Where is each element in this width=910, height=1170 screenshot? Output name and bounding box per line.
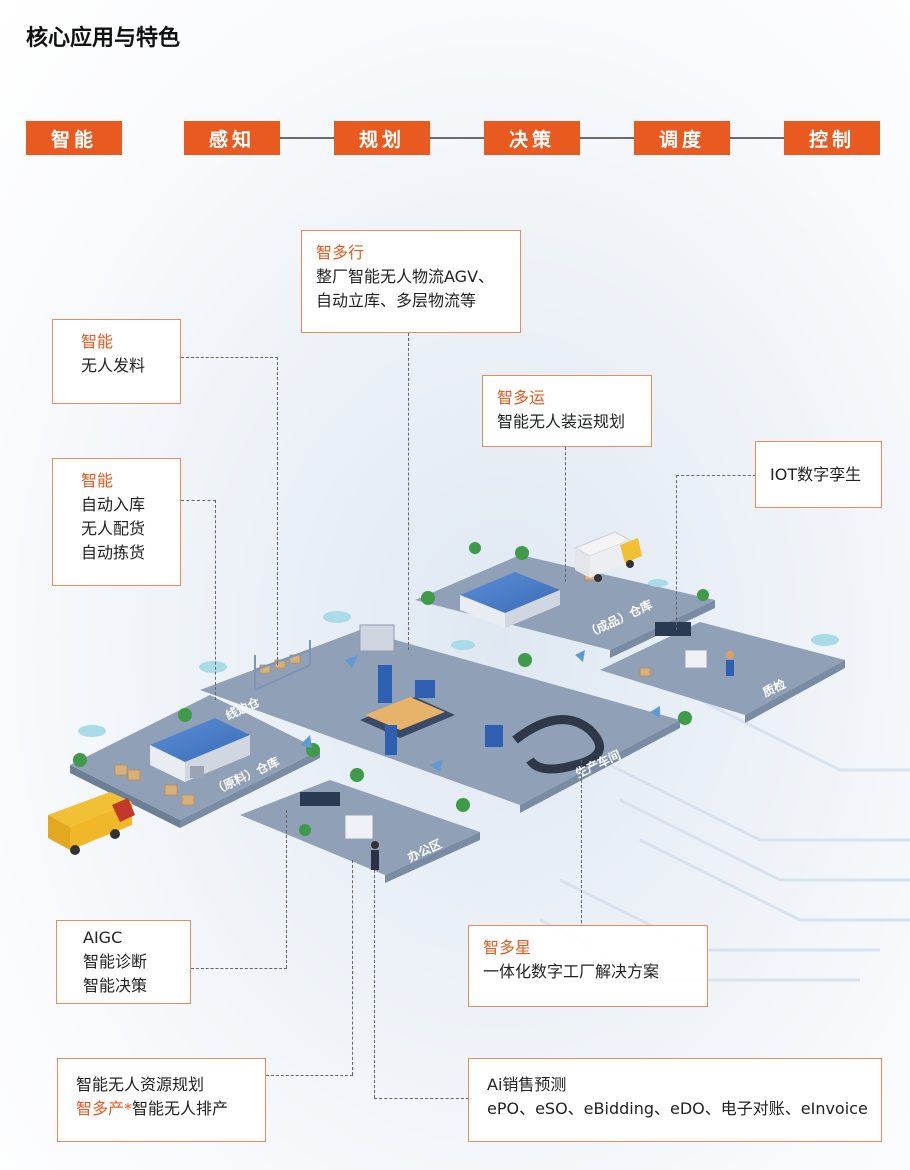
callout-line: 整厂智能无人物流AGV、 (316, 267, 495, 286)
connector (565, 447, 566, 582)
connector (277, 357, 278, 665)
flow-connector (580, 137, 636, 139)
connector (266, 1075, 353, 1076)
step-diaodu: 调度 (634, 121, 730, 155)
callout-wuren-faliao: 智能 无人发料 (52, 319, 181, 404)
callout-line: 智能决策 (83, 976, 148, 995)
callout-title: 智多运 (497, 388, 546, 407)
connector (676, 475, 756, 476)
trees (73, 542, 709, 836)
callout-title: 智能 (81, 471, 114, 490)
callout-zhiduoxing-digital-factory: 智多星 一体化数字工厂解决方案 (468, 925, 708, 1007)
callout-line: 智能无人装运规划 (497, 412, 626, 431)
callout-line: ePO、eSO、eBidding、eDO、电子对账、eInvoice (487, 1099, 868, 1118)
callout-line: 智能诊断 (83, 952, 148, 971)
container-truck (48, 792, 135, 855)
flow-connector (730, 137, 786, 139)
callout-title: 智多行 (316, 243, 365, 262)
callout-line: 智多产*智能无人排产 (76, 1097, 251, 1121)
callout-line: 无人配货 (81, 519, 146, 538)
callout-zhiduoxing: 智多行 整厂智能无人物流AGV、 自动立库、多层物流等 (301, 230, 521, 333)
connector (374, 1098, 469, 1099)
flow-connector (280, 137, 336, 139)
connector (215, 500, 216, 700)
callout-line: 无人发料 (81, 356, 146, 375)
callout-title: 智能 (81, 332, 114, 351)
connector (181, 357, 278, 358)
connector (676, 475, 677, 630)
callout-line: 自动拣货 (81, 543, 146, 562)
flow-arrows (300, 650, 660, 772)
finished-warehouse-building (460, 572, 560, 628)
quality-station (655, 622, 734, 676)
floor-quality (600, 622, 845, 723)
connector (374, 870, 375, 1098)
step-zhineng: 智能 (26, 121, 122, 155)
callout-line: 智能无人资源规划 (76, 1075, 205, 1094)
callout-zhiduoyun: 智多运 智能无人装运规划 (482, 375, 652, 447)
step-guihua: 规划 (334, 121, 430, 155)
floor-production (200, 630, 680, 813)
step-kongzhi: 控制 (784, 121, 880, 155)
callout-line: 自动立库、多层物流等 (316, 291, 477, 310)
connector (581, 760, 582, 928)
callout-sales: Ai销售预测 ePO、eSO、eBidding、eDO、电子对账、eInvoic… (468, 1058, 882, 1142)
callout-line: AIGC (83, 928, 123, 947)
connector (191, 968, 287, 969)
step-juece: 决策 (484, 121, 580, 155)
connector (408, 333, 409, 650)
callout-line: 一体化数字工厂解决方案 (483, 962, 660, 981)
callout-warehouse-ops: 智能 自动入库 无人配货 自动拣货 (52, 458, 181, 586)
office-furniture (300, 792, 379, 870)
raw-warehouse-building (150, 718, 250, 782)
connector (352, 860, 353, 1075)
clouds (78, 579, 839, 737)
callout-line: IOT数字孪生 (770, 464, 862, 484)
callout-title: 智多星 (483, 938, 532, 957)
line-side-shelf (254, 640, 311, 691)
callout-text: 智能无人排产 (132, 1099, 229, 1118)
flow-connector (430, 137, 486, 139)
delivery-truck (573, 531, 642, 582)
step-ganzhi: 感知 (184, 121, 280, 155)
callout-aigc: AIGC 智能诊断 智能决策 (56, 920, 191, 1004)
callout-line: Ai销售预测 (487, 1075, 567, 1094)
connector (181, 500, 216, 501)
callout-resource-planning: 智能无人资源规划 智多产*智能无人排产 (57, 1058, 266, 1142)
connector (286, 810, 287, 968)
callout-iot: IOT数字孪生 (755, 441, 882, 508)
callout-line: 自动入库 (81, 495, 146, 514)
callout-highlight: 智多产* (76, 1099, 133, 1118)
production-line (359, 624, 605, 774)
page-title: 核心应用与特色 (26, 26, 181, 51)
